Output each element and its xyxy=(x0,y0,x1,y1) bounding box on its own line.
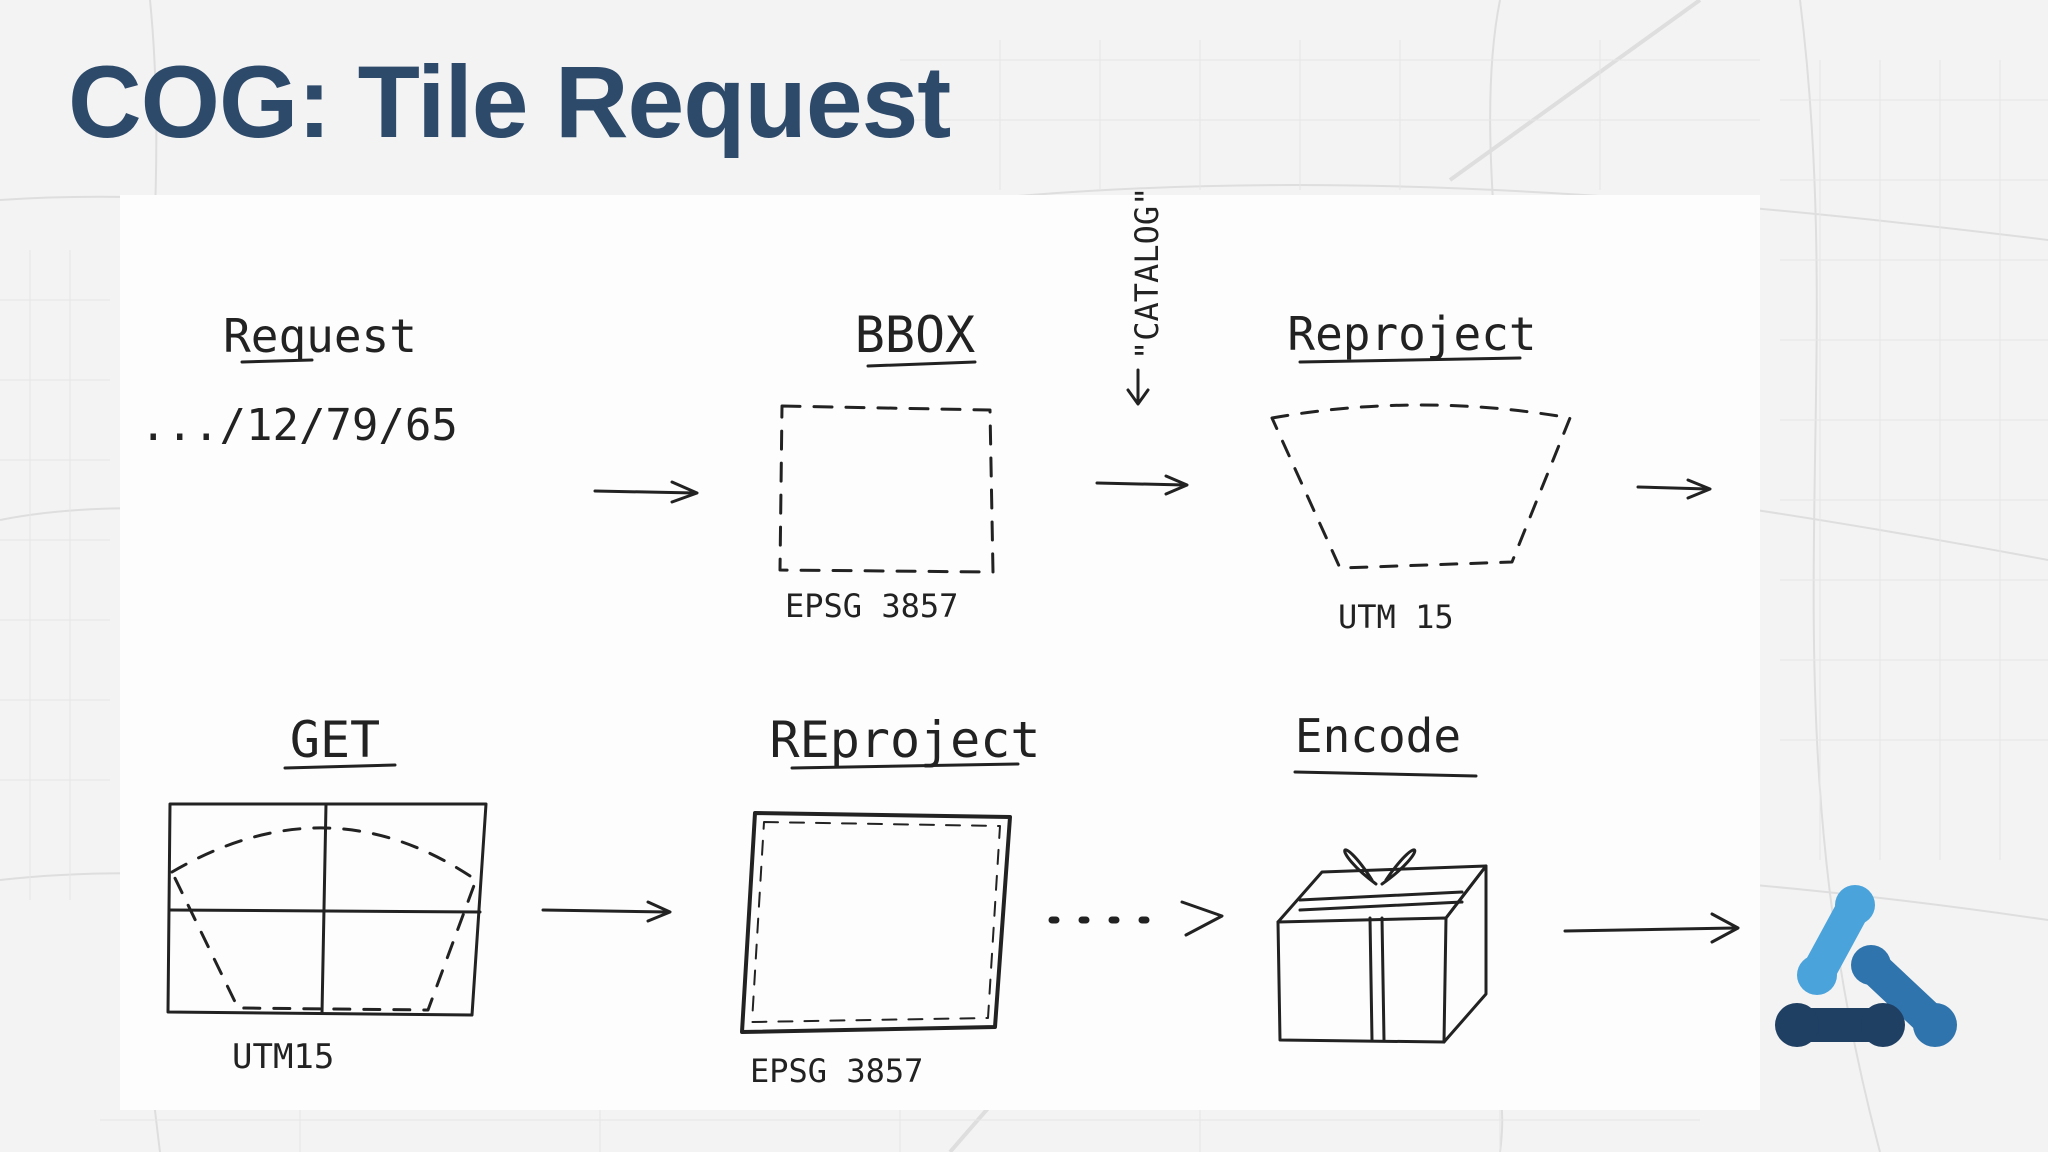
gift-box-icon xyxy=(1276,848,1488,1044)
bbox-dashed-square xyxy=(778,404,995,574)
step-reproject-projection: UTM 15 xyxy=(1338,598,1454,636)
step-bbox-underline xyxy=(866,360,977,368)
step-reproject-label: Reproject xyxy=(1287,307,1536,361)
step-bbox-projection: EPSG 3857 xyxy=(785,587,958,625)
arrow-reproject-to-encode xyxy=(1048,900,1224,937)
reprojected-dashed-trapezoid xyxy=(1270,403,1572,570)
step-reproject: Reproject UTM 15 xyxy=(1270,307,1572,636)
step-reproject-underline xyxy=(1298,356,1522,364)
step-encode-label: Encode xyxy=(1295,709,1461,763)
output-tile-dashed-inset xyxy=(751,821,1001,1023)
step-get: GET UTM15 xyxy=(166,711,488,1077)
step-get-projection: UTM15 xyxy=(232,1037,334,1077)
company-logo xyxy=(1775,885,1957,1047)
arrow-encode-to-output xyxy=(1563,912,1740,944)
step-reproject-back-label: REproject xyxy=(770,711,1041,769)
tile-grid-box xyxy=(166,802,488,1017)
step-encode-underline xyxy=(1293,770,1478,778)
step-request: Request .../12/79/65 xyxy=(140,309,458,451)
step-reproject-back: REproject EPSG 3857 xyxy=(740,711,1041,1090)
tile-path-text: .../12/79/65 xyxy=(140,400,458,451)
tile-footprint-dashed xyxy=(170,826,478,1012)
catalog-label: "CATALOG" xyxy=(1128,187,1166,360)
step-encode: Encode xyxy=(1276,709,1488,1044)
step-reproject-back-projection: EPSG 3857 xyxy=(750,1052,923,1090)
step-get-label: GET xyxy=(290,711,380,769)
step-reproject-back-underline xyxy=(790,762,1020,770)
arrow-bbox-to-reproject xyxy=(1095,474,1189,496)
slide-title: COG: Tile Request xyxy=(68,45,951,159)
step-bbox: BBOX EPSG 3857 xyxy=(778,306,995,625)
step-bbox-label: BBOX xyxy=(855,306,975,364)
step-request-label: Request xyxy=(223,309,417,363)
arrow-get-to-reproject xyxy=(541,900,672,923)
output-tile-square xyxy=(740,811,1012,1034)
arrow-request-to-bbox xyxy=(593,480,699,504)
tile-grid-vertical xyxy=(320,802,328,1015)
arrow-reproject-to-get xyxy=(1636,478,1712,500)
step-get-underline xyxy=(283,763,397,770)
step-request-underline xyxy=(240,358,314,364)
catalog-annotation: "CATALOG" xyxy=(1126,187,1166,406)
